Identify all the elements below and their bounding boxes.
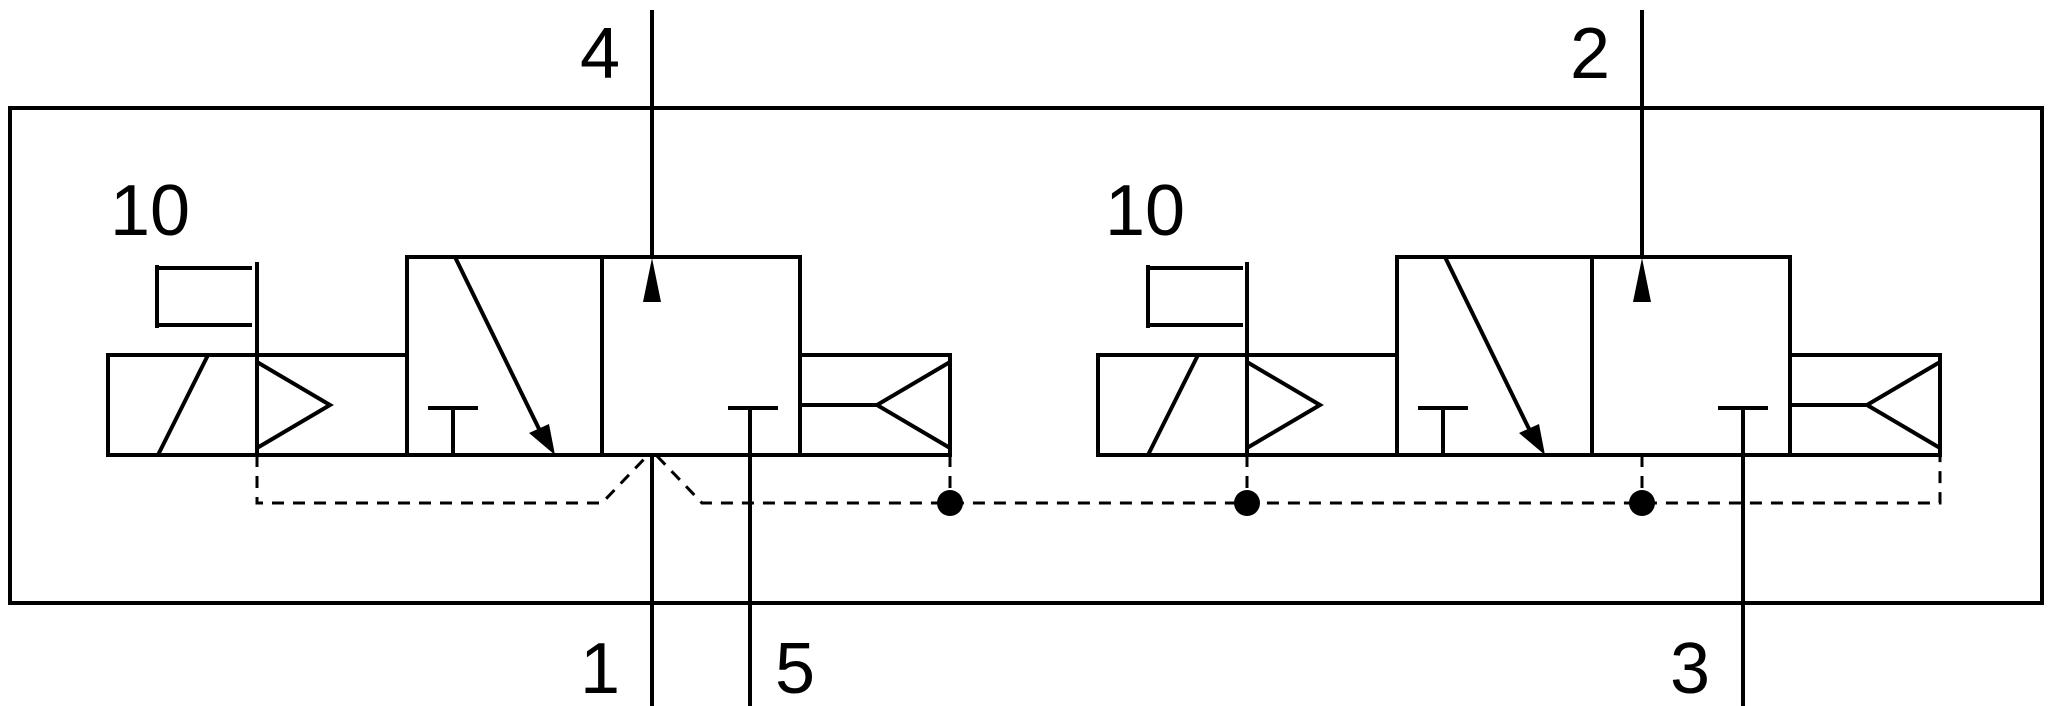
port-label-5: 5 (775, 629, 815, 706)
right-straight-arrowhead (1633, 258, 1651, 302)
left-pilot-triangle (255, 360, 334, 450)
port-label-3: 3 (1670, 629, 1710, 706)
right-solenoid-coil-slash (1146, 354, 1200, 456)
left-flow-arrowhead (529, 424, 555, 455)
junction-dot-right-pilot (1234, 490, 1260, 516)
right-pilot-triangle (1245, 360, 1324, 450)
left-flow-diagonal (453, 256, 544, 436)
right-manual-override (1146, 262, 1249, 355)
left-solenoid-coil-slash (156, 354, 210, 456)
left-manual-override (155, 262, 259, 355)
junction-dot-right-supply (1629, 490, 1655, 516)
left-blocked-port-a (428, 406, 478, 455)
right-valve-position-b (1590, 255, 1792, 457)
right-valve (1096, 255, 1942, 457)
left-valve-position-b (600, 255, 802, 457)
right-return-triangle (1863, 360, 1942, 450)
pilot-line-left-branch (255, 454, 649, 505)
port-label-2: 2 (1570, 14, 1610, 94)
right-blocked-port-a (1418, 406, 1468, 455)
port-label-1: 1 (580, 629, 620, 706)
left-valve (106, 255, 952, 457)
housing-frame (8, 106, 2044, 605)
pilot-label-left: 10 (110, 171, 190, 251)
pilot-label-right: 10 (1105, 171, 1185, 251)
left-return-triangle (873, 360, 952, 450)
left-straight-arrowhead (643, 258, 661, 302)
right-flow-diagonal (1443, 256, 1534, 436)
pilot-line-main (655, 454, 1942, 505)
right-flow-arrowhead (1519, 424, 1545, 455)
port-label-4: 4 (580, 14, 620, 94)
junction-dot-left-return (937, 490, 963, 516)
